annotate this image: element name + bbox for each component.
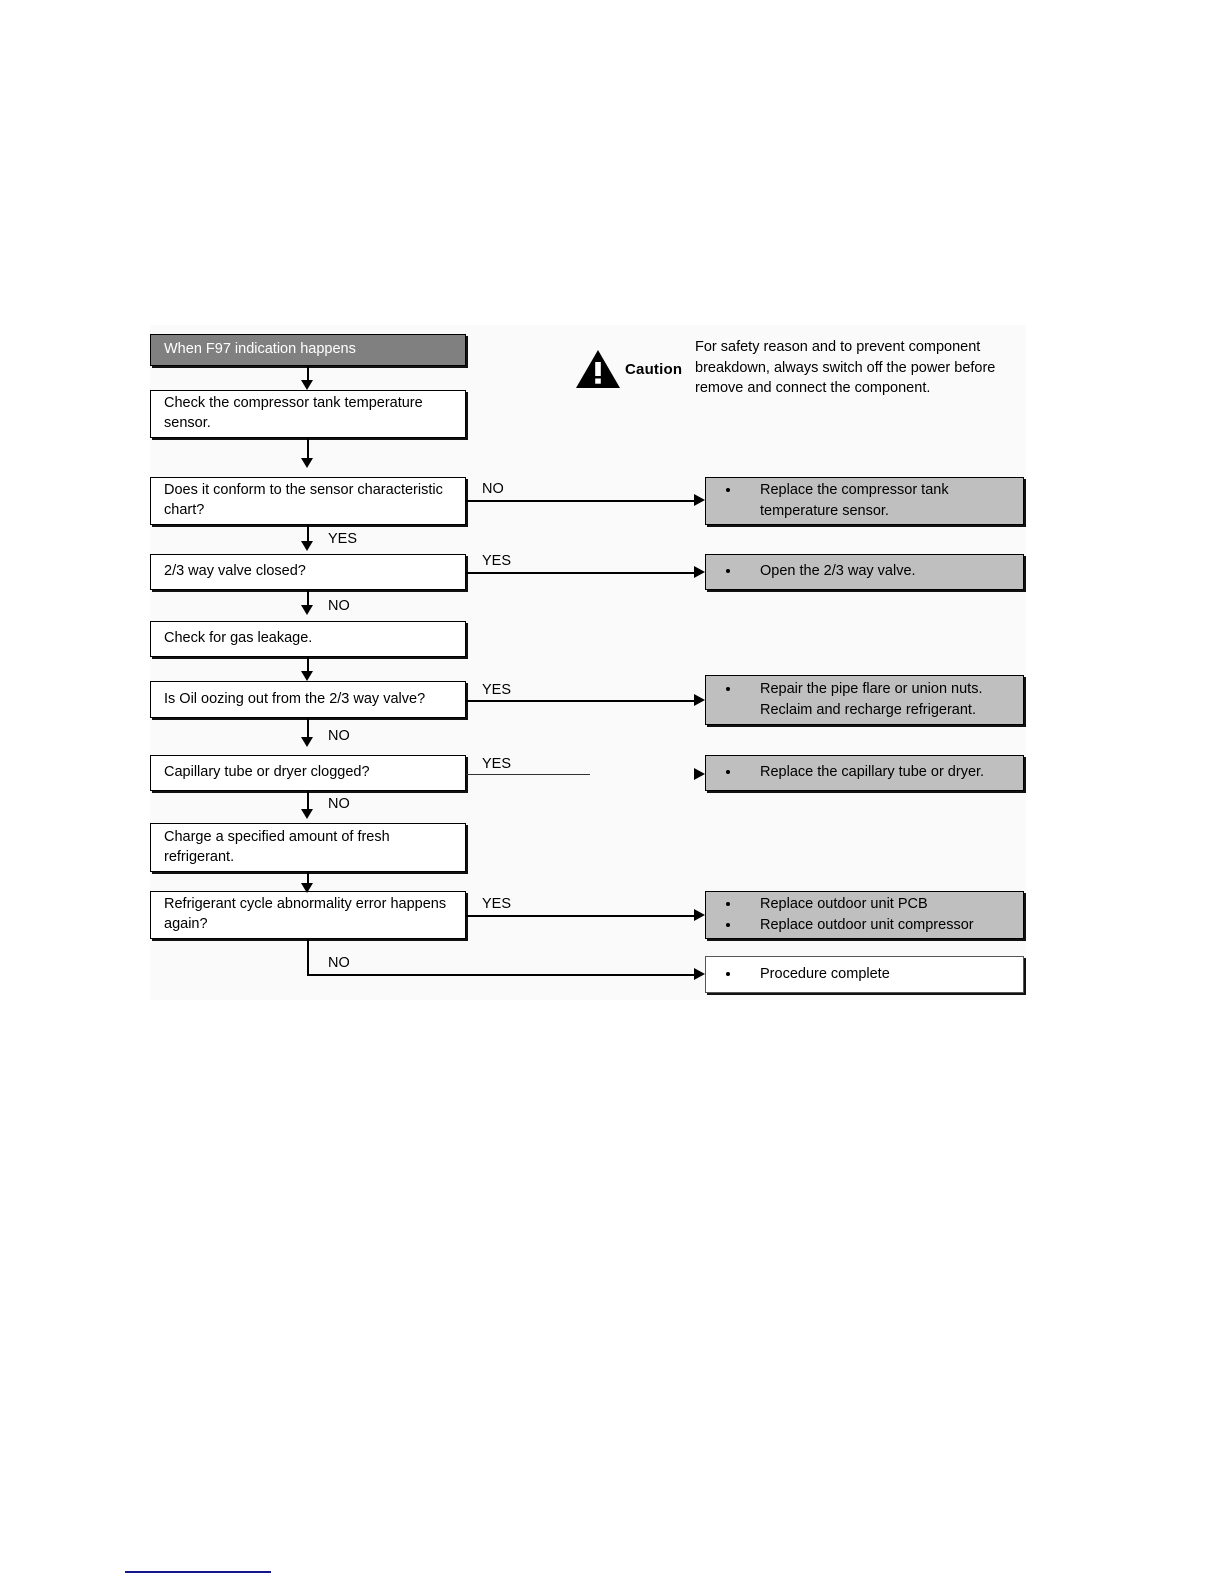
- branch-label-error-no: NO: [328, 955, 350, 971]
- branch-label-conform-yes: YES: [328, 531, 358, 547]
- node-capillary-clogged-text: Capillary tube or dryer clogged?: [164, 764, 370, 781]
- branch-label-oil-no: NO: [328, 728, 350, 744]
- node-error-again[interactable]: Refrigerant cycle abnormality error happ…: [150, 891, 466, 939]
- node-error-again-text: Refrigerant cycle abnormality error happ…: [164, 896, 447, 932]
- action-open-valve-list: Open the 2/3 way valve.: [716, 561, 1013, 582]
- arrowhead-right: [694, 694, 705, 706]
- warning-triangle-icon: [576, 350, 620, 388]
- action-replace-sensor[interactable]: Replace the compressor tank temperature …: [705, 477, 1024, 525]
- list-item: Replace the compressor tank temperature …: [716, 480, 1013, 522]
- caution-text: For safety reason and to prevent compone…: [695, 339, 996, 397]
- arrowhead-down: [301, 671, 313, 681]
- connector-conform-no: [466, 500, 696, 502]
- arrowhead-down: [301, 883, 313, 893]
- connector-capillary-to-charge: [307, 791, 309, 810]
- arrowhead-right: [694, 494, 705, 506]
- connector-capillary-yes: [466, 774, 590, 776]
- arrowhead-down: [301, 737, 313, 747]
- node-charge-refrigerant-text: Charge a specified amount of fresh refri…: [164, 828, 390, 865]
- action-replace-sensor-list: Replace the compressor tank temperature …: [716, 480, 1013, 522]
- action-repair-flare[interactable]: Repair the pipe flare or union nuts. Rec…: [705, 675, 1024, 725]
- node-check-leakage[interactable]: Check for gas leakage.: [150, 621, 466, 657]
- connector-conform-to-valve: [307, 525, 309, 543]
- connector-oil-to-capillary: [307, 718, 309, 738]
- action-replace-capillary-list: Replace the capillary tube or dryer.: [716, 762, 1013, 783]
- arrowhead-down: [301, 809, 313, 819]
- branch-label-error-yes: YES: [482, 896, 512, 912]
- node-oil-oozing-text: Is Oil oozing out from the 2/3 way valve…: [164, 690, 426, 707]
- arrowhead-down: [301, 541, 313, 551]
- connector-error-no-vertical: [307, 939, 309, 975]
- list-item: Replace outdoor unit compressor: [716, 915, 1013, 936]
- action-replace-pcb[interactable]: Replace outdoor unit PCB Replace outdoor…: [705, 891, 1024, 939]
- arrowhead-down: [301, 458, 313, 468]
- connector-error-no-horizontal: [307, 974, 696, 976]
- connector-title-to-check: [307, 366, 309, 382]
- branch-label-valve-yes: YES: [482, 553, 512, 569]
- caution-icon-group: Caution: [575, 336, 695, 390]
- branch-label-conform-no: NO: [482, 481, 504, 497]
- connector-valve-yes: [466, 572, 696, 574]
- connector-error-yes: [466, 915, 696, 917]
- connector-charge-to-error: [307, 872, 309, 885]
- branch-label-capillary-no: NO: [328, 796, 350, 812]
- connector-check-to-conform: [307, 438, 309, 459]
- flow-title-text: When F97 indication happens: [164, 341, 356, 358]
- node-check-sensor-text: Check the compressor tank temperature se…: [164, 395, 423, 431]
- branch-label-capillary-yes: YES: [482, 756, 512, 772]
- arrowhead-right: [694, 768, 705, 780]
- arrowhead-down: [301, 605, 313, 615]
- action-procedure-complete-list: Procedure complete: [716, 964, 1013, 985]
- node-valve-closed[interactable]: 2/3 way valve closed?: [150, 554, 466, 590]
- action-procedure-complete[interactable]: Procedure complete: [705, 956, 1024, 993]
- arrowhead-right: [694, 566, 705, 578]
- arrowhead-right: [694, 909, 705, 921]
- node-capillary-clogged[interactable]: Capillary tube or dryer clogged?: [150, 755, 466, 791]
- action-open-valve[interactable]: Open the 2/3 way valve.: [705, 554, 1024, 590]
- flow-title-node[interactable]: When F97 indication happens: [150, 334, 466, 366]
- node-check-leakage-text: Check for gas leakage.: [164, 630, 313, 647]
- list-item: Procedure complete: [716, 964, 1013, 985]
- arrowhead-down: [301, 380, 313, 390]
- node-charge-refrigerant[interactable]: Charge a specified amount of fresh refri…: [150, 823, 466, 872]
- connector-valve-to-leakage: [307, 590, 309, 607]
- caution-block: Caution For safety reason and to prevent…: [575, 336, 1025, 399]
- list-item: Open the 2/3 way valve.: [716, 561, 1013, 582]
- node-valve-closed-text: 2/3 way valve closed?: [164, 563, 306, 580]
- node-conform-chart[interactable]: Does it conform to the sensor characteri…: [150, 477, 466, 525]
- footer-rule: [125, 1571, 271, 1573]
- list-item: Replace outdoor unit PCB: [716, 894, 1013, 915]
- connector-oil-yes: [466, 700, 696, 702]
- list-item: Replace the capillary tube or dryer.: [716, 762, 1013, 783]
- branch-label-oil-yes: YES: [482, 682, 512, 698]
- connector-leakage-to-oil: [307, 657, 309, 673]
- action-repair-flare-list: Repair the pipe flare or union nuts. Rec…: [716, 679, 1013, 721]
- action-replace-pcb-list: Replace outdoor unit PCB Replace outdoor…: [716, 894, 1013, 936]
- list-item: Repair the pipe flare or union nuts. Rec…: [716, 679, 1013, 721]
- arrowhead-right: [694, 968, 705, 980]
- action-replace-capillary[interactable]: Replace the capillary tube or dryer.: [705, 755, 1024, 791]
- caution-label: Caution: [625, 360, 683, 378]
- node-check-sensor[interactable]: Check the compressor tank temperature se…: [150, 390, 466, 438]
- branch-label-valve-no: NO: [328, 598, 350, 614]
- node-oil-oozing[interactable]: Is Oil oozing out from the 2/3 way valve…: [150, 681, 466, 718]
- node-conform-chart-text: Does it conform to the sensor characteri…: [164, 482, 443, 518]
